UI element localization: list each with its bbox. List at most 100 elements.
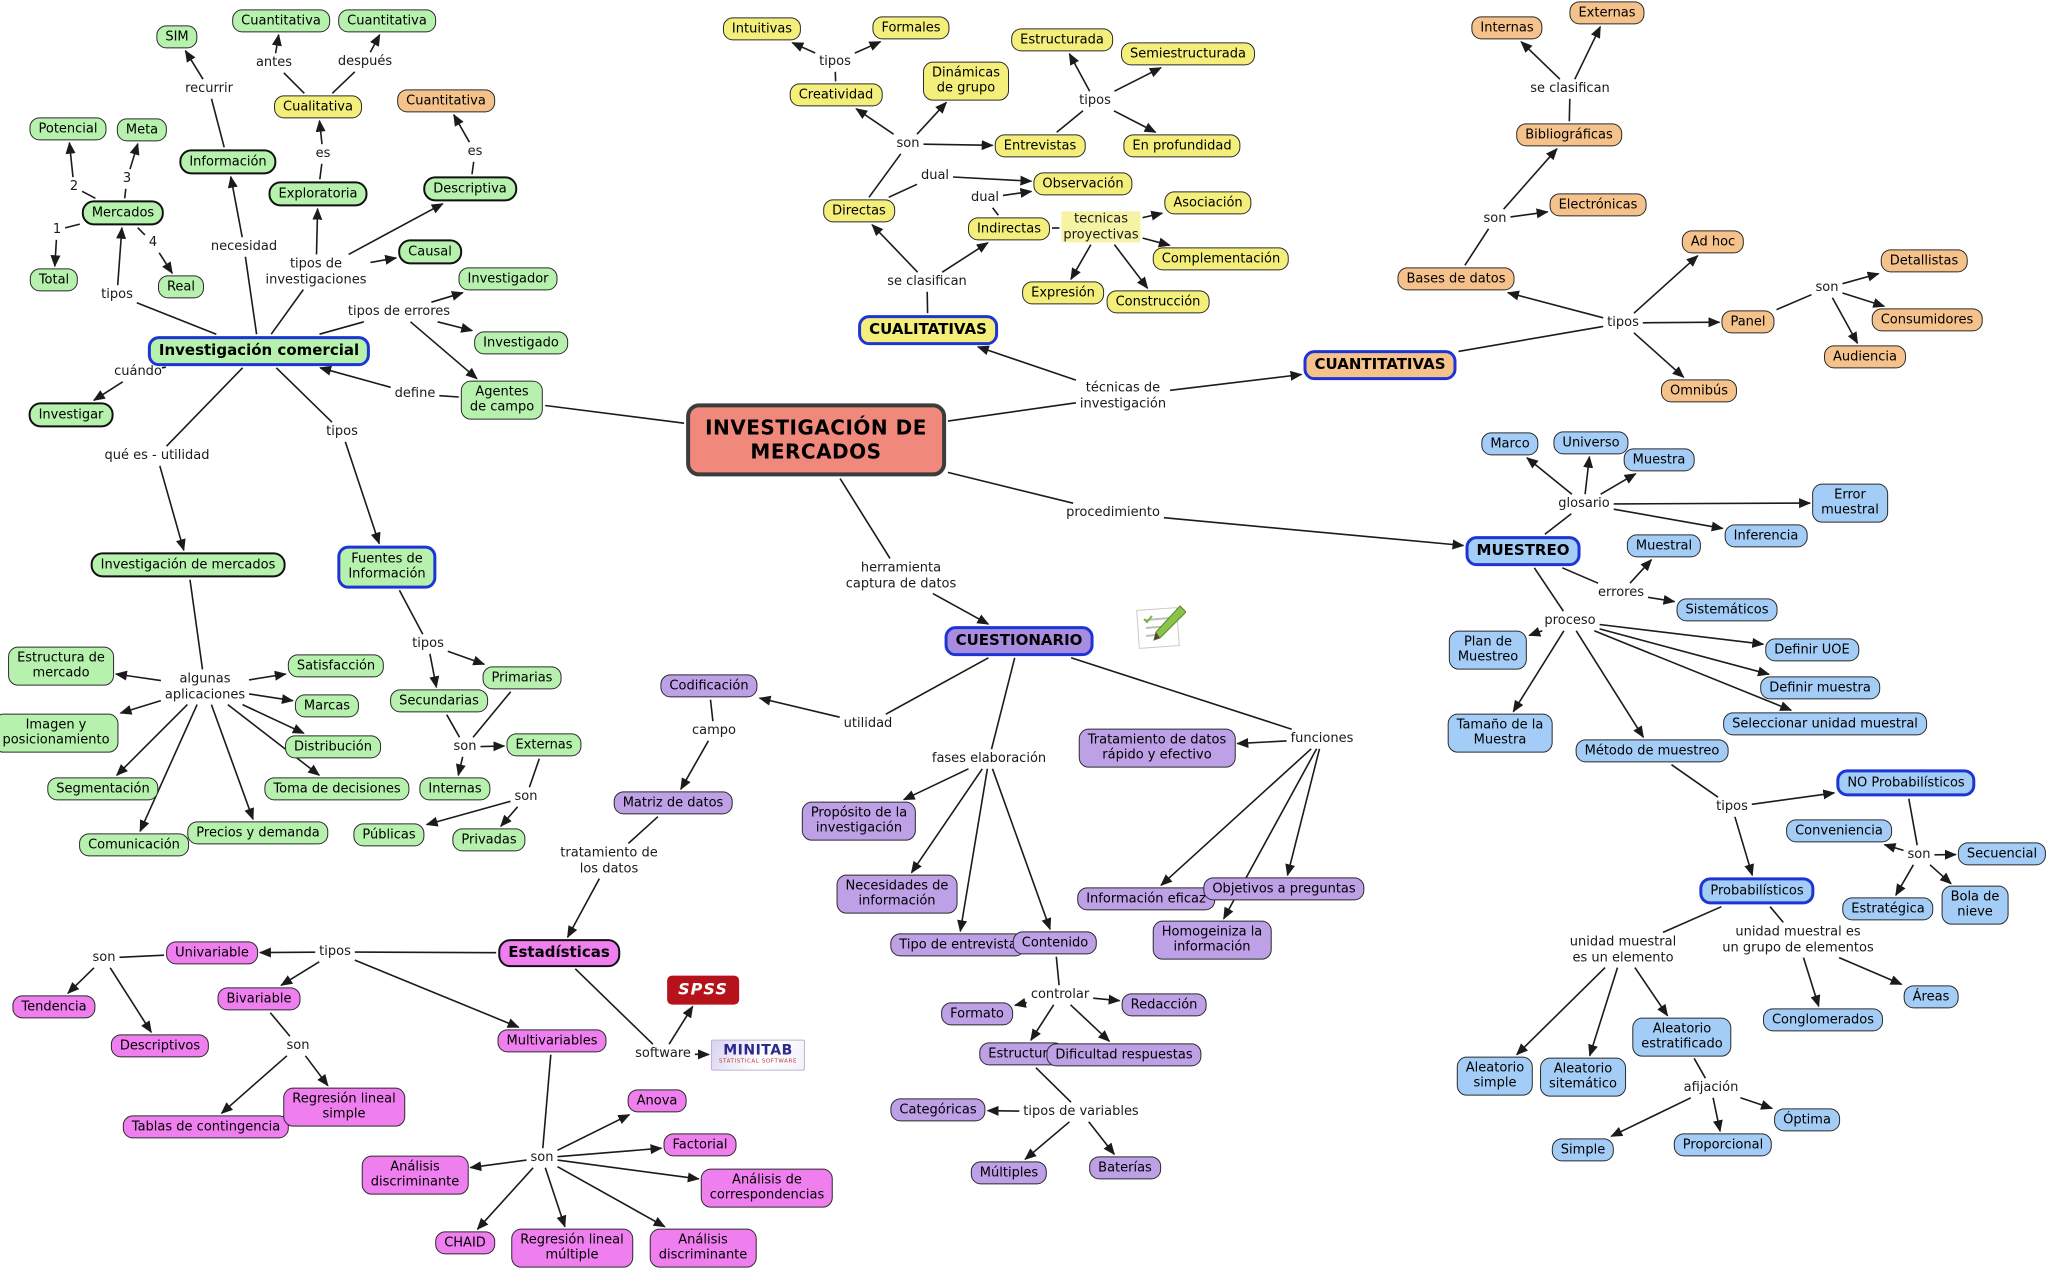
concept-node-total[interactable]: Total	[29, 268, 79, 292]
concept-node-estadisticas[interactable]: Estadísticas	[498, 939, 620, 967]
concept-node-bola[interactable]: Bola de nieve	[1941, 885, 2009, 925]
concept-node-bibliograficas[interactable]: Bibliográficas	[1516, 123, 1622, 147]
concept-node-investigar[interactable]: Investigar	[28, 402, 114, 428]
concept-node-semiestructurada[interactable]: Semiestructurada	[1121, 42, 1255, 66]
concept-node-andiscr[interactable]: Análisis discriminante	[649, 1228, 757, 1268]
concept-node-andiscl[interactable]: Análisis discriminante	[361, 1155, 469, 1195]
concept-node-panel[interactable]: Panel	[1721, 310, 1775, 334]
concept-node-cuant_o[interactable]: Cuantitativa	[397, 89, 495, 113]
concept-node-formales[interactable]: Formales	[872, 16, 950, 40]
concept-node-marcas[interactable]: Marcas	[294, 694, 360, 718]
concept-node-toma[interactable]: Toma de decisiones	[264, 777, 410, 801]
concept-node-defmuestra[interactable]: Definir muestra	[1760, 676, 1880, 700]
concept-node-redaccion[interactable]: Redacción	[1121, 993, 1207, 1017]
concept-node-tendencia[interactable]: Tendencia	[12, 995, 96, 1019]
concept-node-selec[interactable]: Seleccionar unidad muestral	[1723, 712, 1927, 736]
concept-node-meta[interactable]: Meta	[116, 118, 168, 142]
concept-node-regsimple[interactable]: Regresión lineal simple	[283, 1087, 405, 1127]
concept-node-formato[interactable]: Formato	[941, 1002, 1013, 1026]
concept-node-real[interactable]: Real	[157, 275, 205, 299]
concept-node-fuentes[interactable]: Fuentes de Información	[337, 545, 437, 589]
concept-node-baterias[interactable]: Baterías	[1089, 1156, 1161, 1180]
concept-node-dificultad[interactable]: Dificultad respuestas	[1046, 1043, 1202, 1067]
concept-node-muestral[interactable]: Muestral	[1626, 534, 1702, 558]
concept-node-estructura_m[interactable]: Estructura de mercado	[8, 646, 114, 686]
concept-node-descriptiva[interactable]: Descriptiva	[423, 176, 517, 202]
concept-node-consumidores[interactable]: Consumidores	[1871, 308, 1983, 332]
concept-node-anova[interactable]: Anova	[627, 1089, 687, 1113]
concept-node-contenido[interactable]: Contenido	[1012, 931, 1098, 955]
concept-node-infoeficaz[interactable]: Información eficaz	[1077, 887, 1215, 911]
concept-node-audiencia[interactable]: Audiencia	[1824, 345, 1906, 369]
concept-node-marco[interactable]: Marco	[1481, 432, 1539, 456]
concept-node-indirectas[interactable]: Indirectas	[968, 217, 1050, 241]
concept-node-publicas[interactable]: Públicas	[353, 823, 425, 847]
concept-node-imagen[interactable]: Imagen y posicionamiento	[0, 713, 119, 753]
concept-node-exploratoria[interactable]: Exploratoria	[268, 181, 368, 207]
concept-node-estructurada[interactable]: Estructurada	[1011, 28, 1113, 52]
concept-node-secundarias[interactable]: Secundarias	[390, 689, 488, 713]
concept-node-privadas[interactable]: Privadas	[452, 828, 526, 852]
concept-node-satisfaccion[interactable]: Satisfacción	[287, 654, 385, 678]
concept-node-muestreo[interactable]: MUESTREO	[1465, 536, 1581, 566]
concept-node-detallistas[interactable]: Detallistas	[1880, 249, 1968, 273]
concept-node-chaid[interactable]: CHAID	[435, 1231, 495, 1255]
concept-node-creatividad[interactable]: Creatividad	[789, 83, 883, 107]
concept-node-codificacion[interactable]: Codificación	[660, 674, 758, 698]
concept-node-electronicas[interactable]: Electrónicas	[1549, 193, 1647, 217]
concept-node-simple_b[interactable]: Simple	[1551, 1138, 1615, 1162]
concept-node-sistematicos[interactable]: Sistemáticos	[1676, 598, 1778, 622]
concept-node-expresion[interactable]: Expresión	[1022, 281, 1104, 305]
concept-node-cuestionario[interactable]: CUESTIONARIO	[944, 626, 1094, 656]
concept-node-factorial[interactable]: Factorial	[663, 1133, 737, 1157]
concept-node-cualitativas[interactable]: CUALITATIVAS	[858, 315, 998, 345]
concept-node-tamano[interactable]: Tamaño de la Muestra	[1447, 713, 1553, 753]
concept-node-homogeiniza[interactable]: Homogeiniza la información	[1152, 920, 1272, 960]
concept-node-segmentacion[interactable]: Segmentación	[47, 777, 159, 801]
concept-node-basesdatos[interactable]: Bases de datos	[1397, 267, 1515, 291]
concept-node-metodo[interactable]: Método de muestreo	[1575, 739, 1729, 763]
concept-node-tratamiento_r[interactable]: Tratamiento de datos rápido y efectivo	[1078, 728, 1236, 768]
concept-node-alsist[interactable]: Aleatorio sitemático	[1540, 1057, 1626, 1097]
concept-node-sim[interactable]: SIM	[156, 25, 198, 49]
concept-node-defuoe[interactable]: Definir UOE	[1765, 638, 1859, 662]
concept-node-regmult[interactable]: Regresión lineal múltiple	[511, 1228, 633, 1268]
concept-node-invcom[interactable]: Investigación comercial	[147, 336, 371, 366]
concept-node-adhoc[interactable]: Ad hoc	[1681, 230, 1745, 254]
spss-logo[interactable]: SPSS	[667, 975, 739, 1005]
concept-node-omnibus[interactable]: Omnibús	[1660, 379, 1738, 403]
concept-node-alestrat[interactable]: Aleatorio estratificado	[1632, 1017, 1732, 1057]
concept-node-invmerc[interactable]: Investigación de mercados	[90, 552, 286, 578]
concept-node-investigador[interactable]: Investigador	[458, 267, 558, 291]
concept-node-descriptivos[interactable]: Descriptivos	[110, 1034, 210, 1058]
concept-node-necesidades[interactable]: Necesidades de información	[836, 874, 958, 914]
concept-node-dinamicas[interactable]: Dinámicas de grupo	[923, 61, 1009, 101]
concept-node-enprofundidad[interactable]: En profundidad	[1123, 134, 1241, 158]
concept-node-multivariables[interactable]: Multivariables	[497, 1029, 607, 1053]
concept-node-cg1[interactable]: Cuantitativa	[232, 9, 330, 33]
concept-node-observacion[interactable]: Observación	[1033, 172, 1133, 196]
concept-node-objetivos[interactable]: Objetivos a preguntas	[1203, 877, 1365, 901]
concept-node-estructura_p[interactable]: Estructura	[979, 1042, 1065, 1066]
concept-node-main[interactable]: INVESTIGACIÓN DE MERCADOS	[686, 403, 946, 477]
concept-node-estrategica[interactable]: Estratégica	[1842, 897, 1934, 921]
concept-node-internas_o[interactable]: Internas	[1471, 16, 1543, 40]
concept-node-matriz[interactable]: Matriz de datos	[613, 791, 733, 815]
concept-node-optima[interactable]: Óptima	[1774, 1108, 1840, 1132]
concept-node-plan[interactable]: Plan de Muestreo	[1448, 630, 1528, 670]
concept-node-asociacion[interactable]: Asociación	[1164, 191, 1252, 215]
concept-node-construccion[interactable]: Construcción	[1106, 290, 1210, 314]
concept-node-primarias[interactable]: Primarias	[482, 666, 562, 690]
concept-node-conglomerados[interactable]: Conglomerados	[1762, 1008, 1884, 1032]
concept-node-secuencial[interactable]: Secuencial	[1957, 842, 2047, 866]
concept-node-inferencia[interactable]: Inferencia	[1724, 524, 1808, 548]
concept-node-cualitativa[interactable]: Cualitativa	[274, 95, 362, 119]
concept-node-muestra[interactable]: Muestra	[1623, 448, 1695, 472]
concept-node-cg2[interactable]: Cuantitativa	[338, 9, 436, 33]
concept-node-investigado[interactable]: Investigado	[474, 331, 568, 355]
concept-node-externas_o[interactable]: Externas	[1569, 1, 1645, 25]
concept-node-causal[interactable]: Causal	[398, 239, 462, 265]
concept-node-mercados[interactable]: Mercados	[81, 200, 165, 226]
concept-node-distribucion[interactable]: Distribución	[285, 735, 381, 759]
